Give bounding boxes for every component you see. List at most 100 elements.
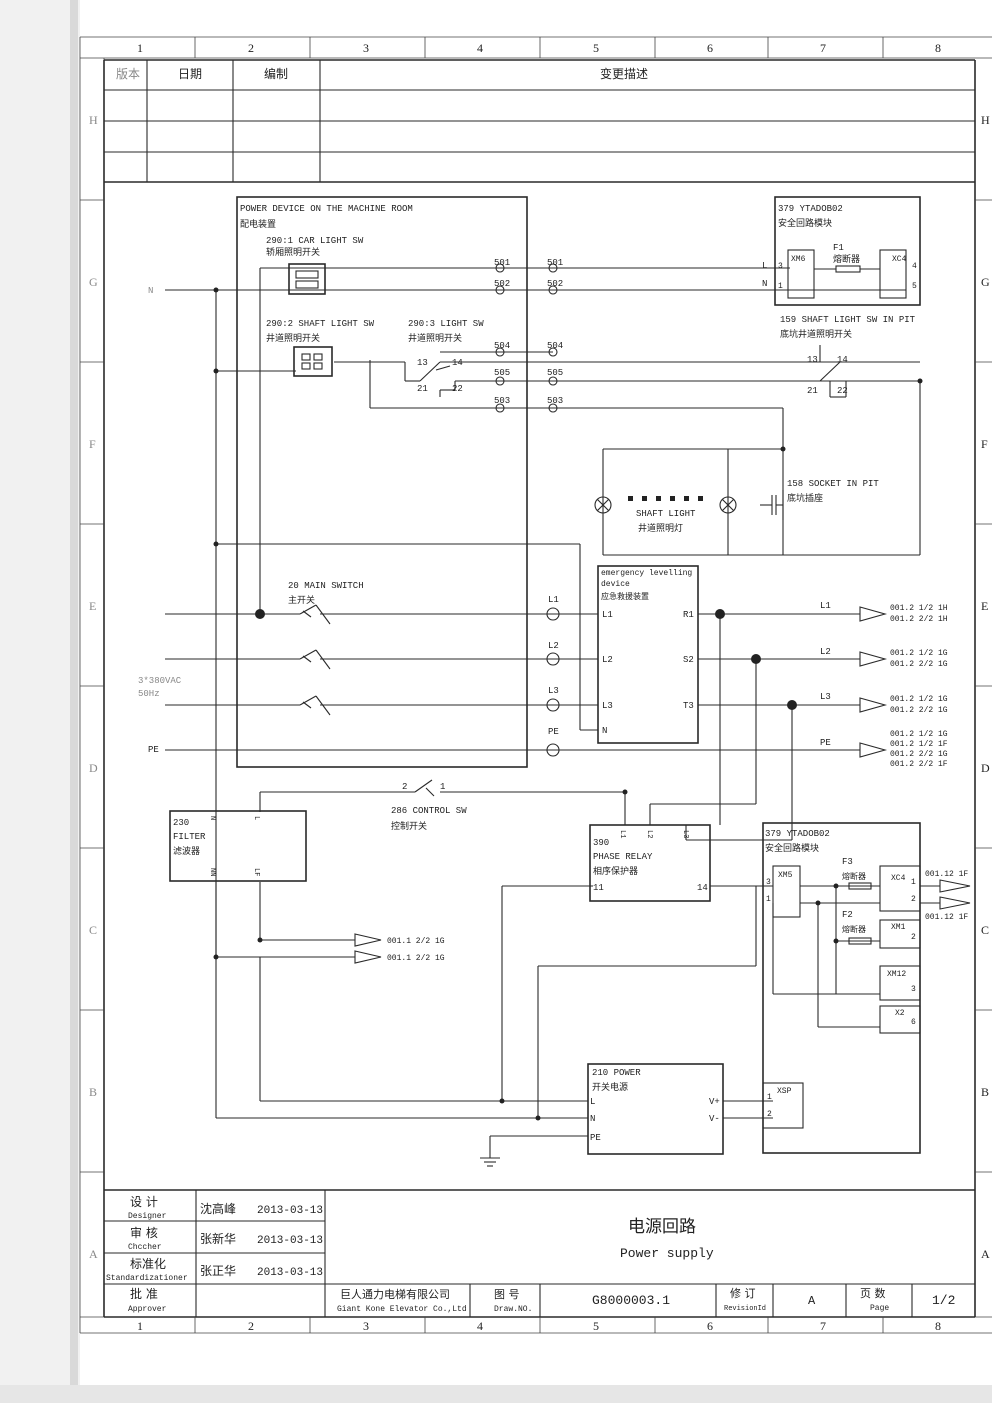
pin-label: 2 bbox=[911, 933, 916, 942]
pin-label: 2 bbox=[911, 895, 916, 904]
terminal-label: 503 bbox=[547, 396, 563, 406]
terminals-upper: 501 501 502 502 504 504 505 505 503 503 bbox=[494, 258, 563, 413]
pin-label: 11 bbox=[593, 883, 604, 893]
pin-label: 3 bbox=[778, 262, 783, 271]
car-light-switch: 290:1 CAR LIGHT SW 轿厢照明开关 bbox=[266, 236, 364, 295]
col-label: 6 bbox=[707, 1319, 713, 1333]
ref-label: 001.1 2/2 1G bbox=[387, 954, 445, 963]
col-label: 8 bbox=[935, 41, 941, 55]
row-label: C bbox=[89, 923, 97, 937]
role-name: 张新华 bbox=[200, 1231, 236, 1246]
filter-label-cn: 滤波器 bbox=[173, 845, 200, 857]
fuse-label: F3 bbox=[842, 857, 853, 867]
terminal-label: L2 bbox=[548, 641, 559, 651]
pit-shaft-light-switch: 159 SHAFT LIGHT SW IN PIT 底坑井道照明开关 13 14… bbox=[780, 315, 916, 398]
drawing-number: G8000003.1 bbox=[592, 1293, 670, 1308]
filter: 230 FILTER 滤波器 N L NN LF bbox=[169, 810, 307, 882]
pin-label: 14 bbox=[452, 358, 463, 368]
ref-label: 001.2 1/2 1F bbox=[890, 740, 948, 749]
pin-label: 6 bbox=[911, 1018, 916, 1027]
fuse-label-cn: 熔断器 bbox=[833, 253, 860, 265]
pin-label: V- bbox=[709, 1114, 720, 1124]
rev-cn: 修 订 bbox=[730, 1286, 756, 1300]
elevelling-label-cn: 应急救援装置 bbox=[601, 591, 649, 601]
ref-label: 001.12 1F bbox=[925, 870, 968, 879]
role-en: Designer bbox=[128, 1212, 167, 1221]
row-label: B bbox=[981, 1085, 989, 1099]
supply-pe: PE bbox=[148, 745, 159, 755]
row-label: G bbox=[89, 275, 98, 289]
pin-label: 1 bbox=[440, 782, 445, 792]
pin-label: L3 bbox=[602, 701, 613, 711]
pin-label: 1 bbox=[911, 878, 916, 887]
shaft-light-switch: 290:2 SHAFT LIGHT SW 井道照明开关 bbox=[266, 319, 375, 377]
pin-label: 4 bbox=[912, 262, 917, 271]
phase-relay-label: PHASE RELAY bbox=[593, 852, 653, 862]
drawno-cn: 图 号 bbox=[494, 1288, 520, 1301]
safety-module-top: 379 YTADOB02 安全回路模块 XM6 XC4 F1 熔断器 3 1 4… bbox=[762, 196, 921, 306]
wiring bbox=[165, 267, 940, 1158]
col-label: 5 bbox=[593, 1319, 599, 1333]
socket-in-pit: 158 SOCKET IN PIT 底坑插座 bbox=[760, 479, 879, 520]
pin-label: N bbox=[208, 816, 216, 820]
pin-label: 1 bbox=[766, 895, 771, 904]
supply-voltage: 3*380VAC bbox=[138, 676, 182, 686]
light-switch-290-3: 290:3 LIGHT SW 井道照明开关 13 14 21 22 bbox=[408, 319, 484, 394]
drawing-frame: 1 2 3 4 5 6 7 8 1 2 3 4 5 6 7 8 H G F E … bbox=[79, 36, 992, 1334]
fuse-label: F1 bbox=[833, 243, 844, 253]
pin-label: 21 bbox=[807, 386, 818, 396]
conn-label: XC4 bbox=[892, 255, 907, 264]
ref-label: 001.2 2/2 1H bbox=[890, 615, 948, 624]
ref-label: 001.2 1/2 1G bbox=[890, 649, 948, 658]
role-cn: 审 核 bbox=[130, 1225, 158, 1240]
main-switch: 20 MAIN SWITCH 主开关 bbox=[288, 581, 364, 716]
col-label: 1 bbox=[137, 1319, 143, 1333]
wire-label: PE bbox=[820, 738, 831, 748]
control-sw-label-cn: 控制开关 bbox=[391, 820, 427, 832]
light-sw3-label-cn: 井道照明开关 bbox=[408, 332, 462, 344]
safety-top-label: 379 YTADOB02 bbox=[778, 204, 843, 214]
role-cn: 批 准 bbox=[130, 1286, 158, 1301]
shaft-light-label-cn: 井道照明灯 bbox=[638, 522, 683, 534]
conn-label: XM6 bbox=[791, 255, 806, 264]
terminal-label: 505 bbox=[547, 368, 563, 378]
ref-label: 001.2 2/2 1G bbox=[890, 706, 948, 715]
role-date: 2013-03-13 bbox=[257, 1267, 323, 1279]
terminal-label: 502 bbox=[547, 279, 563, 289]
row-label: D bbox=[89, 761, 98, 775]
pin-label: L3 bbox=[681, 830, 689, 838]
col-label: 5 bbox=[593, 41, 599, 55]
pin-label: S2 bbox=[683, 655, 694, 665]
ref-label: 001.2 2/2 1G bbox=[890, 750, 948, 759]
filter-num: 230 bbox=[173, 818, 189, 828]
rev-header: 编制 bbox=[264, 66, 288, 81]
fuse-label-cn: 熔断器 bbox=[842, 871, 866, 881]
wire-label: L3 bbox=[820, 692, 831, 702]
drawno-en: Draw.NO. bbox=[494, 1305, 532, 1314]
filter-output-arrows: 001.1 2/2 1G 001.1 2/2 1G bbox=[354, 933, 445, 964]
terminal-label: 504 bbox=[494, 341, 510, 351]
drawing-title-cn: 电源回路 bbox=[628, 1217, 696, 1237]
ground-icon bbox=[480, 1157, 500, 1167]
pin-label: NN bbox=[208, 868, 216, 876]
control-sw-label: 286 CONTROL SW bbox=[391, 806, 467, 816]
socket-label-cn: 底坑插座 bbox=[787, 492, 823, 504]
switch-power-label-cn: 开关电源 bbox=[592, 1081, 628, 1093]
pin-label: 13 bbox=[417, 358, 428, 368]
terminal-label: 501 bbox=[494, 258, 510, 268]
main-switch-label-cn: 主开关 bbox=[288, 594, 315, 606]
role-en: Chccher bbox=[128, 1243, 162, 1252]
shaft-light: SHAFT LIGHT 井道照明灯 bbox=[594, 496, 737, 534]
pin-label: 1 bbox=[778, 282, 783, 291]
ref-label: 001.12 1F bbox=[925, 913, 968, 922]
main-switch-label: 20 MAIN SWITCH bbox=[288, 581, 364, 591]
terminal-label: PE bbox=[548, 727, 559, 737]
safety-bottom-label: 379 YTADOB02 bbox=[765, 829, 830, 839]
role-name: 张正华 bbox=[200, 1264, 236, 1278]
socket-label: 158 SOCKET IN PIT bbox=[787, 479, 879, 489]
output-arrows: L1 L2 L3 PE 001.2 1/2 1H 001.2 2/2 1H 00… bbox=[820, 601, 948, 769]
filter-label: FILTER bbox=[173, 832, 206, 842]
pin-label: 22 bbox=[452, 384, 463, 394]
safety-module-bottom: 379 YTADOB02 安全回路模块 XM5 XC4 XM1 XM12 X2 … bbox=[762, 822, 971, 1154]
wire-label: L2 bbox=[820, 647, 831, 657]
